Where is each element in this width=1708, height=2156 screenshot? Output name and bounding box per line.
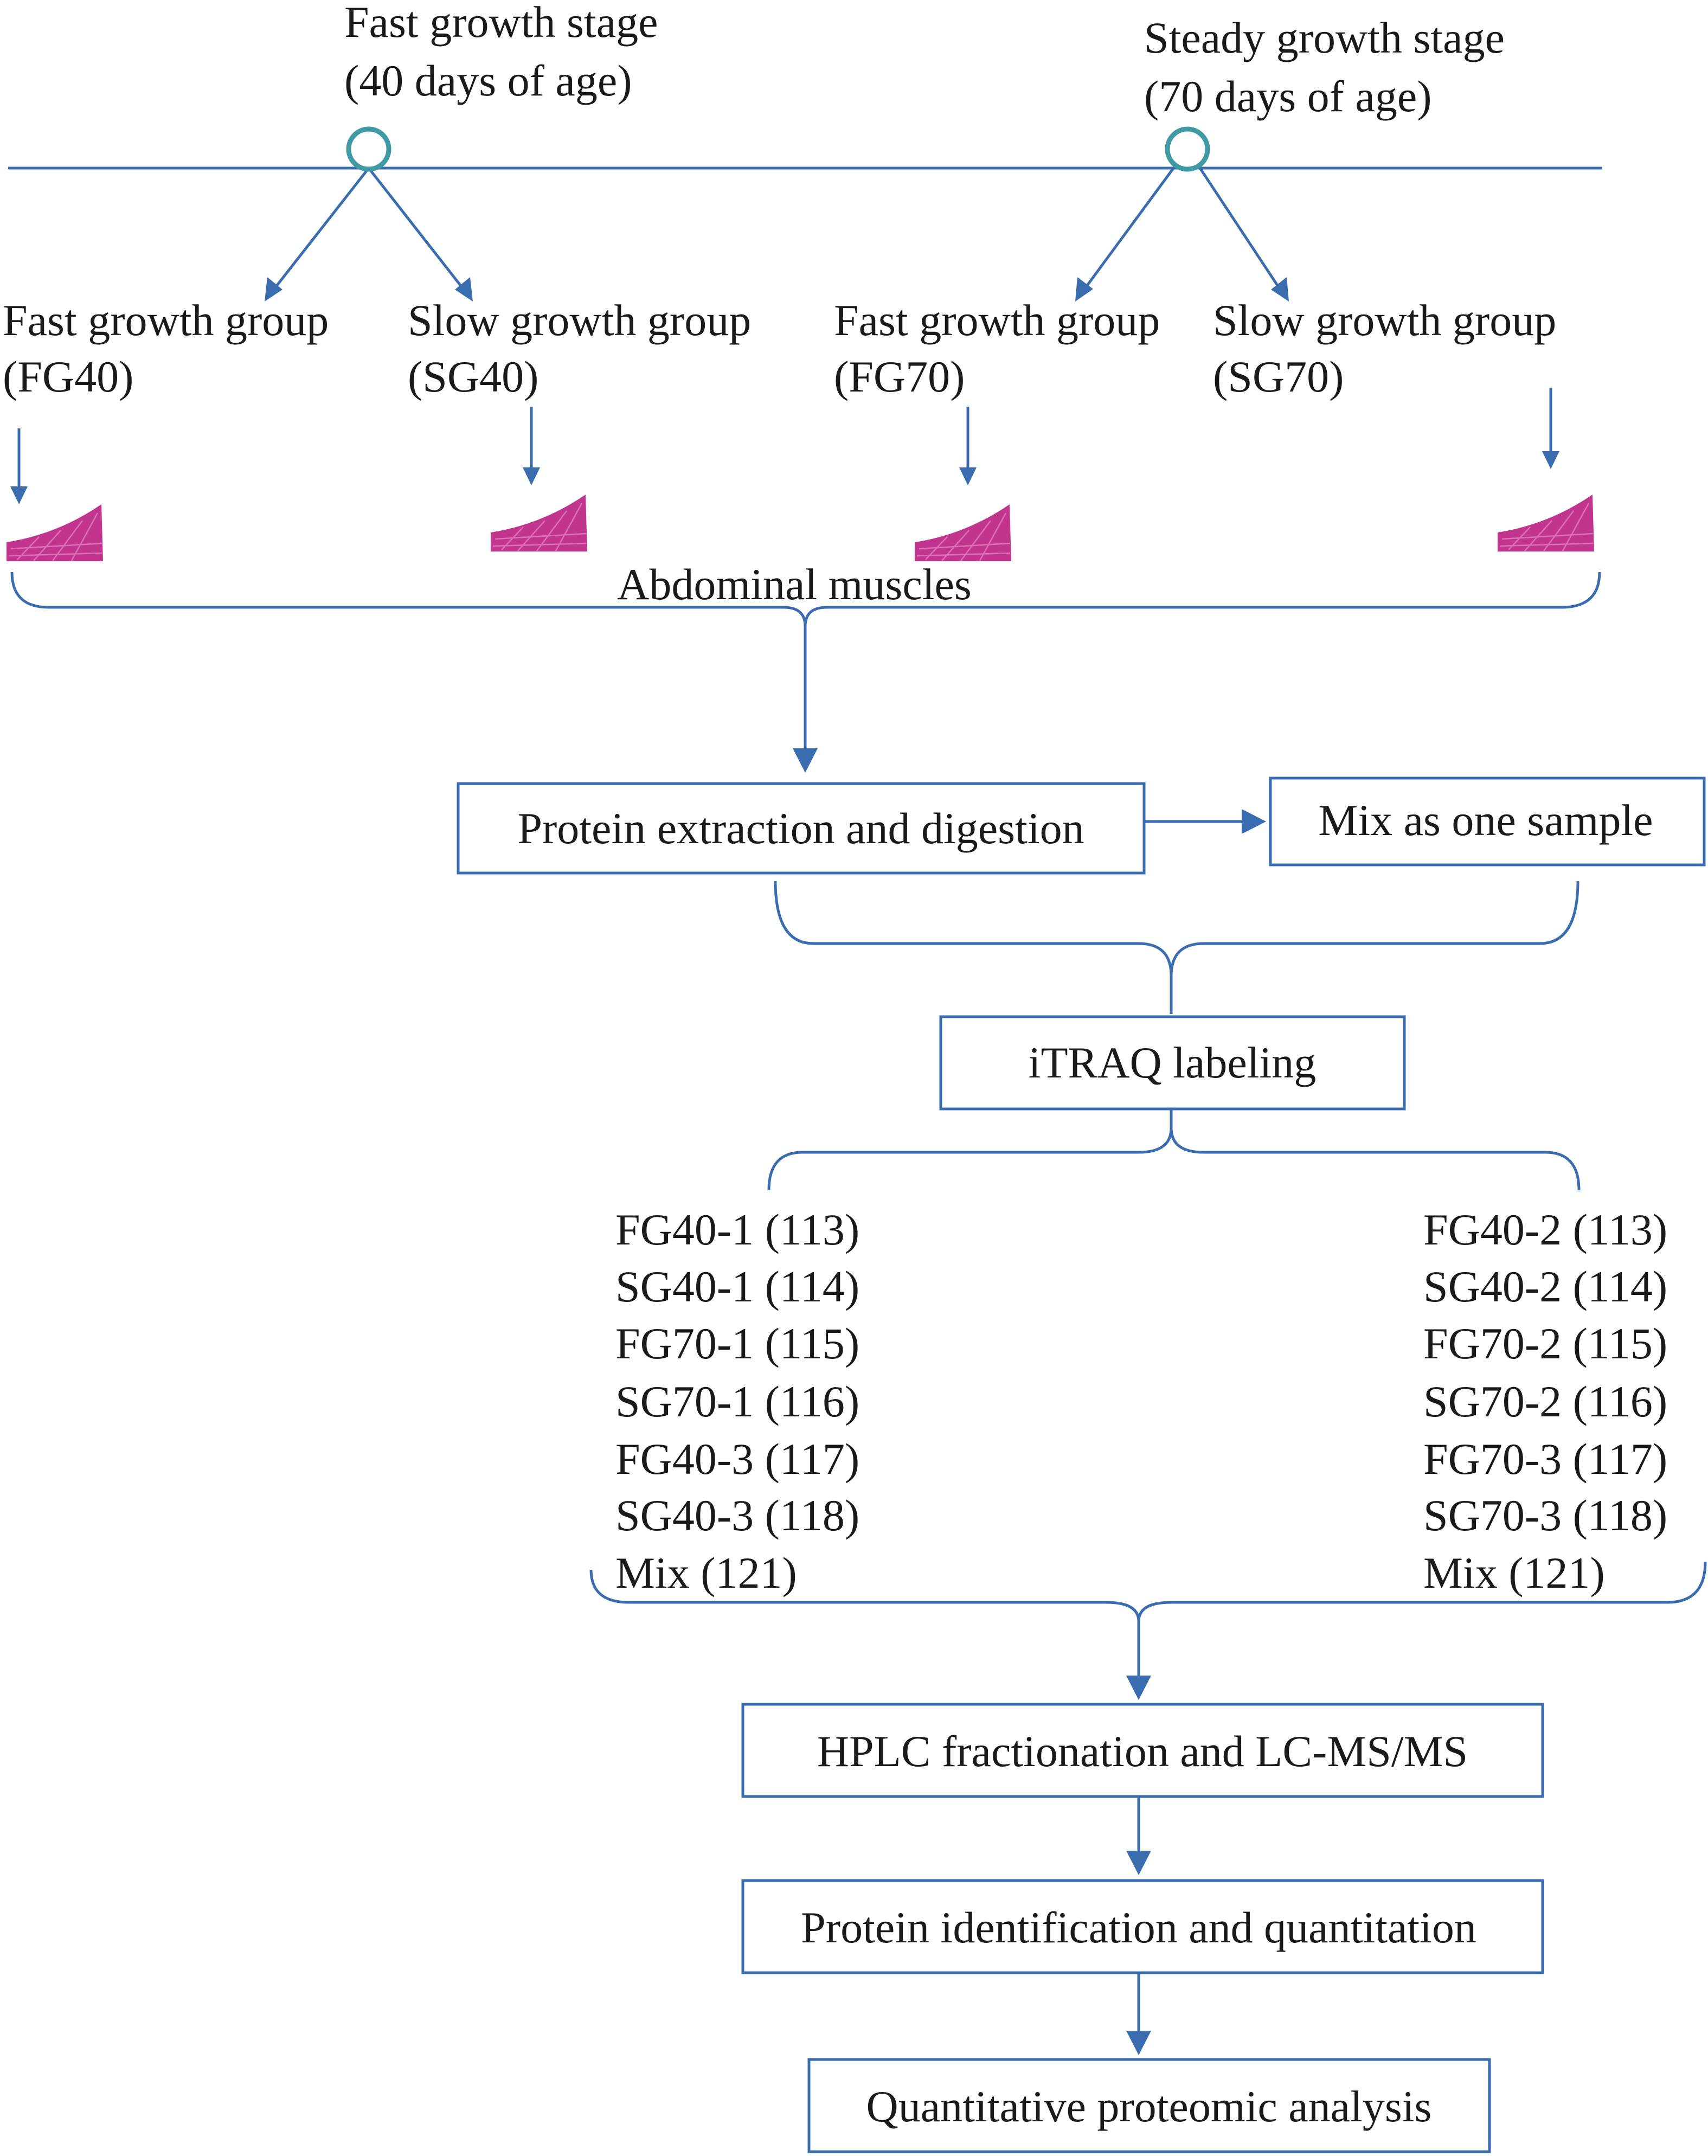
analysis-box: [807, 2058, 1491, 2153]
hplc-box: [741, 1703, 1544, 1798]
muscle-sample-sg40: [491, 495, 587, 551]
label-item: FG40-1 (113): [615, 1205, 859, 1254]
identification-label: Protein identification and quantitation: [801, 1903, 1476, 1952]
group-sg70-name: Slow growth group: [1213, 296, 1556, 345]
label-item: SG40-1 (114): [615, 1262, 859, 1311]
group-fg70-code: (FG70): [834, 352, 965, 401]
group-fg40-name: Fast growth group: [3, 296, 329, 345]
sample-arrows: [10, 388, 1559, 504]
group-fg70-name: Fast growth group: [834, 296, 1160, 345]
label-item: Mix (121): [615, 1548, 797, 1597]
stage-40-branches: [265, 167, 473, 301]
stage-70-node: [1165, 126, 1210, 172]
mix-box: [1269, 777, 1706, 867]
stage-40-node: [346, 126, 391, 172]
muscle-sample-sg70: [1498, 495, 1594, 551]
muscle-sample-fg70: [915, 504, 1011, 561]
label-item: SG70-3 (118): [1423, 1491, 1667, 1540]
label-item: FG70-3 (117): [1423, 1434, 1667, 1484]
label-item: Mix (121): [1423, 1548, 1605, 1597]
mix-label: Mix as one sample: [1318, 795, 1653, 845]
stage-70-branches: [1075, 148, 1289, 301]
extraction-box: [457, 782, 1146, 875]
label-item: FG40-2 (113): [1423, 1205, 1667, 1254]
tissue-label: Abdominal muscles: [617, 560, 972, 609]
stage-40-title: Fast growth stage: [344, 0, 658, 47]
label-set-2: FG40-2 (113) SG40-2 (114) FG70-2 (115) S…: [1423, 1205, 1667, 1597]
label-item: FG70-2 (115): [1423, 1319, 1667, 1368]
identification-box: [741, 1879, 1544, 1974]
hplc-label: HPLC fractionation and LC-MS/MS: [817, 1727, 1468, 1776]
combine-bracket: [589, 1561, 1707, 1622]
muscle-bracket: [10, 572, 1601, 627]
label-item: SG70-1 (116): [615, 1377, 859, 1426]
group-sg40-name: Slow growth group: [408, 296, 751, 345]
group-sg40-code: (SG40): [408, 352, 538, 401]
stage-70-age: (70 days of age): [1144, 72, 1432, 121]
itraq-box: [939, 1015, 1406, 1111]
muscle-sample-fg40: [7, 504, 103, 561]
group-sg70-code: (SG70): [1213, 352, 1344, 401]
label-item: FG70-1 (115): [615, 1319, 859, 1368]
itraq-label: iTRAQ labeling: [1029, 1038, 1317, 1087]
merge-bracket: [774, 881, 1579, 977]
split-bracket: [767, 1127, 1581, 1191]
extraction-label: Protein extraction and digestion: [517, 804, 1084, 853]
analysis-label: Quantitative proteomic analysis: [866, 2082, 1432, 2131]
label-item: SG40-2 (114): [1423, 1262, 1667, 1311]
stage-40-age: (40 days of age): [344, 56, 632, 105]
label-item: FG40-3 (117): [615, 1434, 859, 1484]
label-item: SG40-3 (118): [615, 1491, 859, 1540]
stage-70-title: Steady growth stage: [1144, 13, 1505, 62]
group-fg40-code: (FG40): [3, 352, 133, 401]
label-set-1: FG40-1 (113) SG40-1 (114) FG70-1 (115) S…: [615, 1205, 859, 1597]
label-item: SG70-2 (116): [1423, 1377, 1667, 1426]
